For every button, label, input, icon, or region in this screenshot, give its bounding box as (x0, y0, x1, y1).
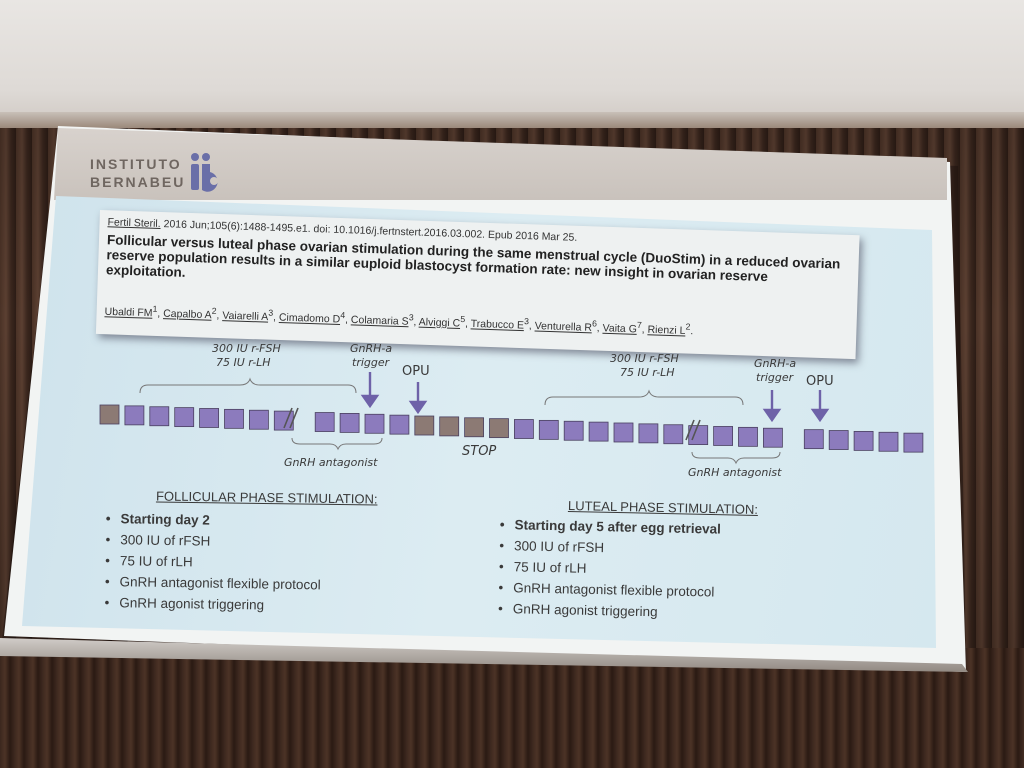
follicular-bullets: Starting day 2300 IU of rFSH75 IU of rLH… (104, 511, 321, 619)
cycle-day-square (663, 424, 684, 445)
right-opu-label: OPU (806, 374, 834, 389)
cycle-day-square (828, 430, 849, 450)
left-opu-label: OPU (402, 364, 430, 379)
cycle-day-square (364, 413, 385, 434)
left-bracket (139, 377, 357, 394)
cycle-day-square (439, 416, 460, 437)
luteal-bullets: Starting day 5 after egg retrieval300 IU… (498, 517, 721, 627)
right-opu-arrowhead (810, 408, 830, 423)
cycle-day-square (588, 421, 609, 442)
follicular-title: FOLLICULAR PHASE STIMULATION: (155, 488, 378, 507)
cycle-day-square (489, 418, 509, 439)
cycle-day-square (514, 419, 534, 439)
cycle-day-square (314, 412, 335, 432)
ceiling (0, 0, 1024, 128)
arrows (360, 372, 830, 423)
break-mark-left-b (289, 407, 299, 429)
right-antagonist-bracket (691, 451, 781, 465)
right-bracket (544, 389, 744, 406)
bullet-item: GnRH agonist triggering (104, 595, 320, 619)
cycle-day-square (99, 404, 120, 425)
cycle-day-square (174, 407, 195, 428)
logo-line1: INSTITUTO (90, 156, 182, 172)
right-trigger-line2: trigger (756, 371, 795, 384)
cycle-day-square (199, 408, 220, 428)
cycle-day-squares (99, 404, 924, 453)
right-trigger-arrowhead (762, 408, 782, 423)
left-antagonist-bracket (291, 437, 383, 451)
left-dose-line2: 75 IU r-LH (216, 356, 271, 369)
right-dose-line2: 75 IU r-LH (620, 366, 675, 379)
cycle-day-square (248, 409, 269, 430)
left-dose-line1: 300 IU r-FSH (212, 342, 281, 355)
cycle-day-square (414, 415, 435, 436)
left-trigger-line1: GnRH-a (350, 342, 392, 355)
left-trigger-line2: trigger (352, 356, 391, 369)
break-mark-right-b (691, 419, 701, 441)
stop-label: STOP (462, 444, 496, 459)
cycle-day-square (713, 426, 733, 446)
cycle-day-square (464, 417, 485, 438)
left-antagonist-label: GnRH antagonist (284, 456, 378, 469)
left-trigger-arrowhead (360, 394, 380, 409)
cycle-day-square (339, 413, 360, 433)
right-trigger-line1: GnRH-a (754, 357, 796, 370)
cycle-day-square (738, 426, 758, 447)
cycle-day-square (224, 408, 244, 429)
cycle-day-square (538, 419, 559, 440)
break-mark-right-a (685, 419, 695, 441)
cycle-day-square (124, 405, 145, 426)
cycle-day-square (389, 414, 410, 435)
right-dose-line1: 300 IU r-FSH (610, 352, 679, 365)
cycle-day-square (763, 427, 783, 448)
instituto-bernabeu-logo: INSTITUTO BERNABEU (90, 152, 240, 196)
break-mark-left-a (283, 407, 293, 429)
cycle-day-square (853, 430, 874, 451)
cycle-day-square (613, 422, 634, 443)
cycle-day-square (903, 432, 924, 453)
left-opu-arrowhead (408, 400, 428, 415)
ib-logo-mark-icon (191, 153, 218, 192)
logo-line2: BERNABEU (90, 174, 186, 190)
cycle-day-square (563, 420, 584, 441)
break-marks (283, 407, 701, 441)
cycle-day-square (688, 425, 709, 446)
right-antagonist-label: GnRH antagonist (688, 466, 782, 479)
cycle-day-square (638, 423, 659, 444)
cycle-day-square (149, 406, 170, 427)
cycle-day-square (803, 429, 824, 450)
cycle-day-square (878, 431, 899, 452)
